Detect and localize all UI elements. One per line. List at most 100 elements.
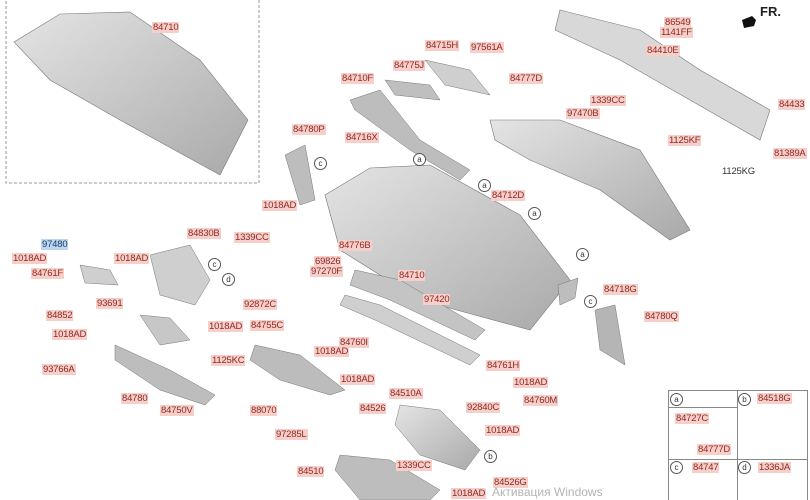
- callout-marker: a: [528, 207, 541, 220]
- garnish-84710F: [349, 89, 471, 181]
- front-direction-label: FR.: [760, 4, 781, 19]
- part-label[interactable]: 84777D: [509, 73, 544, 84]
- part-label-selected[interactable]: 97480: [41, 239, 69, 250]
- cover-84718G: [557, 277, 579, 306]
- cluster-housing: [149, 244, 211, 306]
- part-label[interactable]: 1141FF: [660, 27, 693, 38]
- part-label[interactable]: 92840C: [466, 402, 501, 413]
- part-label[interactable]: 84761F: [31, 268, 65, 279]
- glove-box-84510: [334, 454, 441, 500]
- part-label[interactable]: 97285L: [275, 429, 308, 440]
- legend-key-b: b: [738, 393, 751, 406]
- callout-marker: c: [584, 295, 597, 308]
- part-label[interactable]: 1018AD: [208, 321, 244, 332]
- part-label[interactable]: 84776B: [338, 240, 372, 251]
- legend-part-label[interactable]: 84727C: [675, 413, 710, 424]
- part-label[interactable]: 84830B: [187, 228, 221, 239]
- part-label[interactable]: 1339CC: [590, 95, 626, 106]
- callout-marker: a: [478, 179, 491, 192]
- legend-key-d: d: [738, 461, 751, 474]
- part-label[interactable]: 84526G: [493, 477, 528, 488]
- part-label[interactable]: 84760I: [339, 337, 369, 348]
- legend-part-label[interactable]: 84518G: [757, 393, 792, 404]
- part-label[interactable]: 84852: [46, 310, 74, 321]
- part-label[interactable]: 84780P: [292, 124, 326, 135]
- part-label[interactable]: 84710: [152, 22, 180, 33]
- part-label[interactable]: 93691: [96, 298, 124, 309]
- column-shroud: [139, 314, 191, 346]
- part-label[interactable]: 84715H: [425, 40, 460, 51]
- callout-marker: a: [576, 248, 589, 261]
- part-label[interactable]: 1018AD: [52, 329, 88, 340]
- part-label[interactable]: 1339CC: [234, 232, 270, 243]
- part-label[interactable]: 84755C: [250, 320, 285, 331]
- part-label[interactable]: 84760M: [523, 395, 559, 406]
- part-label[interactable]: 84710: [398, 270, 426, 281]
- cover-84780Q: [594, 304, 626, 366]
- part-label[interactable]: 84410E: [646, 45, 680, 56]
- part-label[interactable]: 97420: [423, 294, 451, 305]
- part-label[interactable]: 84510: [297, 466, 325, 477]
- legend-part-label[interactable]: 84747: [692, 462, 720, 473]
- part-label[interactable]: 84750V: [160, 405, 194, 416]
- part-label[interactable]: 84712D: [491, 190, 526, 201]
- part-label[interactable]: 1018AD: [262, 200, 298, 211]
- windows-activation-watermark: Активация Windows: [492, 485, 603, 499]
- part-label[interactable]: 1339CC: [396, 460, 432, 471]
- part-label[interactable]: 84775J: [393, 60, 425, 71]
- garnish-84761H: [339, 294, 481, 366]
- part-label[interactable]: 1018AD: [340, 374, 376, 385]
- legend-key-c: c: [670, 461, 683, 474]
- fr-arrow-icon: [742, 16, 756, 28]
- part-label[interactable]: 92872C: [243, 299, 278, 310]
- callout-legend-table: [668, 390, 808, 500]
- part-label[interactable]: 84710F: [341, 73, 375, 84]
- part-label[interactable]: 88070: [250, 405, 278, 416]
- callout-marker: c: [314, 157, 327, 170]
- part-label[interactable]: 84526: [359, 403, 387, 414]
- part-label[interactable]: 97470B: [566, 108, 600, 119]
- panel-84715H: [424, 59, 491, 96]
- part-label[interactable]: 97561A: [470, 42, 504, 53]
- part-label[interactable]: 69826: [314, 256, 342, 267]
- crash-pad-main: [324, 164, 571, 331]
- part-label[interactable]: 84761H: [486, 360, 521, 371]
- part-label[interactable]: 97270F: [310, 266, 344, 277]
- legend-part-label[interactable]: 84777D: [697, 444, 732, 455]
- part-label[interactable]: 1018AD: [114, 253, 150, 264]
- legend-part-label[interactable]: 1336JA: [758, 462, 792, 473]
- air-duct: [489, 119, 691, 241]
- callout-marker: d: [222, 273, 235, 286]
- part-label[interactable]: 84433: [778, 99, 806, 110]
- callout-marker: b: [484, 450, 497, 463]
- part-label[interactable]: 1018AD: [485, 425, 521, 436]
- part-label[interactable]: 86549: [664, 17, 692, 28]
- part-label[interactable]: 1018AD: [12, 253, 48, 264]
- part-label[interactable]: 1125KC: [211, 355, 246, 366]
- cover-84780P: [284, 144, 316, 206]
- part-label[interactable]: 1018AD: [314, 346, 350, 357]
- glove-box-housing: [394, 404, 481, 471]
- panel-84775J: [384, 79, 441, 101]
- part-label[interactable]: 84780: [121, 393, 149, 404]
- part-label[interactable]: 84510A: [389, 388, 423, 399]
- lower-panel-84750V: [114, 344, 216, 406]
- legend-key-a: a: [670, 393, 683, 406]
- part-label[interactable]: 84716X: [345, 132, 379, 143]
- knee-panel-97285L: [249, 344, 346, 396]
- part-label[interactable]: 84780Q: [644, 311, 679, 322]
- part-label[interactable]: 1018AD: [451, 488, 487, 499]
- part-label[interactable]: 93766A: [42, 364, 76, 375]
- cowl-cross-bar: [554, 9, 771, 141]
- part-label[interactable]: 81389A: [773, 148, 807, 159]
- panel-84761F: [79, 264, 119, 286]
- part-label[interactable]: 1125KG: [722, 166, 755, 177]
- part-label[interactable]: 84718G: [603, 284, 638, 295]
- crash-pad-inset: [13, 11, 249, 176]
- callout-marker: c: [208, 258, 221, 271]
- part-label[interactable]: 1018AD: [513, 377, 549, 388]
- part-label[interactable]: 1125KF: [668, 135, 702, 146]
- callout-marker: a: [413, 153, 426, 166]
